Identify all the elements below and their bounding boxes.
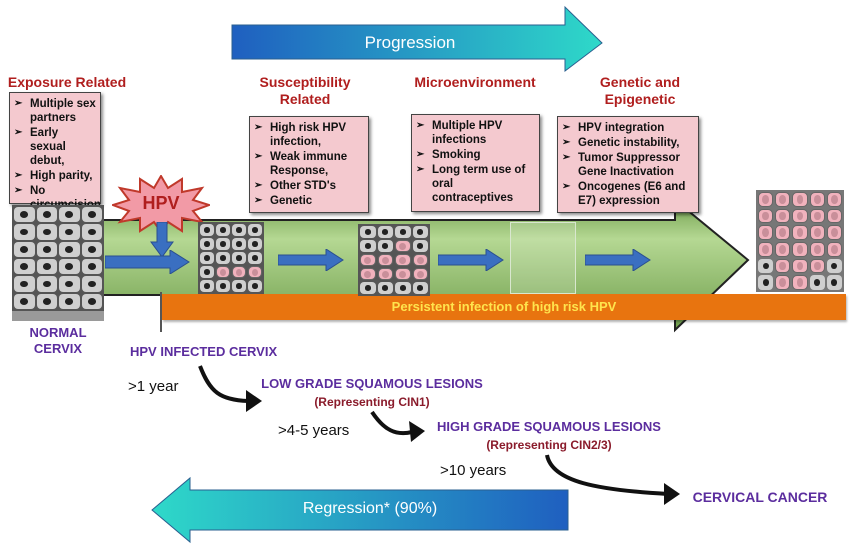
genetic-box: HPV integration Genetic instability, Tum… (557, 116, 699, 213)
microenvironment-item: Long term use of oral contraceptives (416, 163, 535, 205)
progression-label: Progression (364, 33, 456, 52)
stage-hpv-infected: HPV INFECTED CERVIX (130, 344, 278, 359)
persistent-infection-bar (162, 294, 846, 320)
stage-low-grade: LOW GRADE SQUAMOUS LESIONS (261, 376, 483, 391)
normal-cervix-base (12, 311, 104, 321)
exposure-item: Early sexual debut, (14, 126, 96, 168)
microenvironment-item: Smoking (416, 148, 535, 162)
missing-image-placeholder (510, 222, 576, 294)
genetic-item: Genetic instability, (562, 136, 694, 150)
genetic-item: Oncogenes (E6 and E7) expression (562, 180, 694, 208)
flow-arrow-3 (438, 249, 504, 271)
low-grade-tissue (358, 224, 430, 296)
timeline-label-2: >4-5 years (278, 422, 350, 439)
exposure-item: Multiple sex partners (14, 97, 96, 125)
susceptibility-item: Other STD's (254, 179, 364, 193)
exposure-box: Multiple sex partners Early sexual debut… (9, 92, 101, 211)
susceptibility-item: Weak immune Response, (254, 150, 364, 178)
progression-arrow (231, 5, 603, 73)
genetic-title: Genetic and Epigenetic (599, 74, 681, 107)
susceptibility-box: High risk HPV infection, Weak immune Res… (249, 116, 369, 213)
infected-tissue (198, 222, 264, 294)
flow-arrow-2 (278, 249, 344, 271)
regression-label: Regression* (90%) (302, 500, 438, 517)
microenvironment-title: Microenvironment (414, 74, 536, 90)
stage-high-grade-sub: (Representing CIN2/3) (486, 438, 612, 452)
stage-low-grade-sub: (Representing CIN1) (314, 395, 430, 409)
normal-cervix-tissue (12, 205, 104, 311)
stage-cervical-cancer: CERVICAL CANCER (692, 489, 828, 505)
genetic-item: HPV integration (562, 121, 694, 135)
microenvironment-item: Multiple HPV infections (416, 119, 535, 147)
hpv-badge-label: HPV (142, 193, 180, 213)
susceptibility-title: Susceptibility Related (259, 74, 351, 107)
exposure-title: Exposure Related (7, 74, 127, 90)
microenvironment-box: Multiple HPV infections Smoking Long ter… (411, 114, 540, 212)
stage-normal-cervix: NORMAL CERVIX (29, 325, 87, 356)
exposure-item: High parity, (14, 169, 96, 183)
flow-arrow-4 (585, 249, 651, 271)
timeline-label-3: >10 years (440, 462, 507, 479)
susceptibility-item: Genetic (254, 194, 364, 208)
persistent-bar-tick (160, 292, 162, 332)
cancer-tissue (756, 190, 844, 292)
susceptibility-item: High risk HPV infection, (254, 121, 364, 149)
persistent-infection-label: Persistent infection of high risk HPV (391, 299, 617, 314)
regression-arrow (151, 476, 569, 544)
genetic-item: Tumor Suppressor Gene Inactivation (562, 151, 694, 179)
flow-arrow-1 (105, 250, 190, 274)
timeline-label-1: >1 year (128, 378, 179, 395)
stage-high-grade: HIGH GRADE SQUAMOUS LESIONS (437, 419, 661, 434)
hpv-down-arrow (150, 222, 174, 258)
